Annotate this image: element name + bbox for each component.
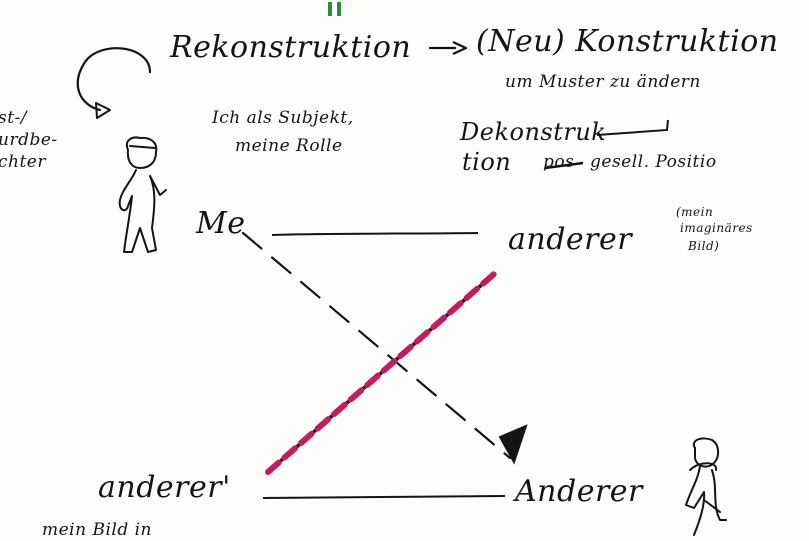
label-mein: (mein xyxy=(676,205,714,219)
dashed-line-me-anderer xyxy=(241,231,512,460)
green-mark xyxy=(328,2,341,16)
label-dekonstruktion-1: Dekonstruk xyxy=(460,118,607,146)
label-anderer: anderer xyxy=(508,222,633,257)
label-left-cut-2: urdbe- xyxy=(0,130,58,150)
label-mein-bild-in: mein Bild in xyxy=(42,520,153,540)
line-anderer-prime-anderer xyxy=(262,495,506,499)
stick-figure-anderer-icon xyxy=(685,437,727,536)
label-rekonstruktion: Rekonstruktion xyxy=(170,30,412,65)
loop-arrow-icon xyxy=(76,47,152,119)
label-left-cut-1: st-/ xyxy=(0,108,28,128)
label-left-cut-3: chter xyxy=(0,152,46,172)
line-me-anderer xyxy=(271,232,479,236)
dekonstruktion-strike xyxy=(596,119,669,136)
label-dekonstruktion-2: tion xyxy=(462,148,512,176)
right-arrow-icon xyxy=(428,41,468,55)
label-muster: um Muster zu ändern xyxy=(505,72,701,92)
pink-diagonal-line xyxy=(265,271,497,475)
label-neu-konstruktion: (Neu) Konstruktion xyxy=(476,24,779,59)
label-meine-rolle: meine Rolle xyxy=(235,136,343,156)
stick-figure-me-icon xyxy=(118,136,167,253)
label-gesell-position: gesell. Positio xyxy=(590,152,717,172)
label-me: Me xyxy=(196,206,246,241)
arrowhead-icon xyxy=(498,424,528,465)
label-ich-subjekt: Ich als Subjekt, xyxy=(212,108,354,128)
strike-mark xyxy=(544,161,584,170)
label-bild: Bild) xyxy=(688,239,720,253)
label-anderer-prime: anderer' xyxy=(98,470,231,505)
label-imaginaeres: imaginäres xyxy=(680,221,753,235)
label-struck: pos xyxy=(543,152,575,172)
label-anderer-cap: Anderer xyxy=(515,474,643,509)
